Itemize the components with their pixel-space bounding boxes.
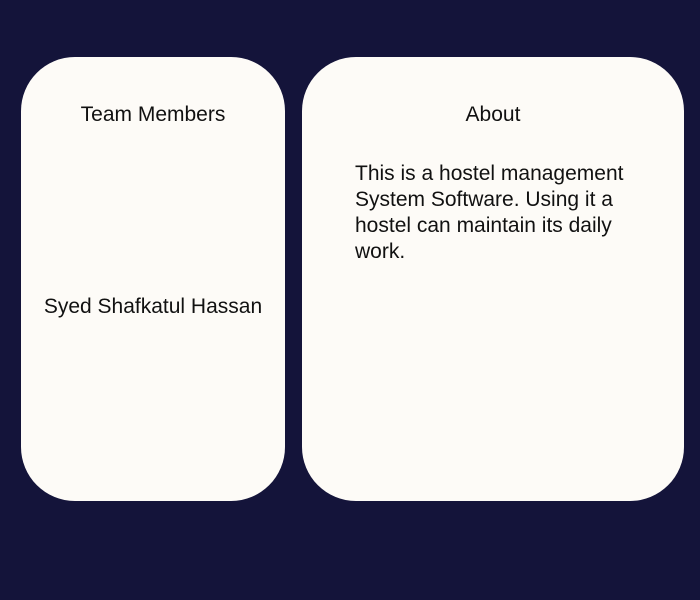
team-members-title: Team Members: [80, 103, 226, 126]
about-card: About This is a hostel management System…: [302, 57, 684, 501]
about-description: This is a hostel management System Softw…: [355, 162, 624, 263]
team-members-card: Team Members Syed Shafkatul Hassan: [21, 57, 285, 501]
about-title: About: [465, 103, 521, 126]
team-member-name: Syed Shafkatul Hassan: [43, 295, 263, 318]
